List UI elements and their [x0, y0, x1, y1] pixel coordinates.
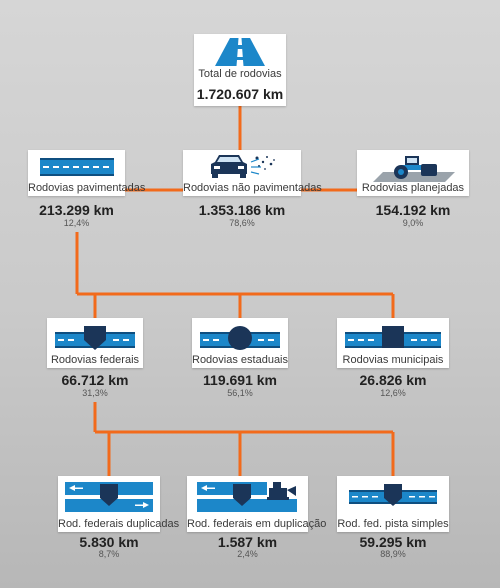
node-duplicadas: Rod. federais duplicadas 5.830 km 8,7%: [58, 476, 180, 560]
node-em-duplicacao: Rod. federais em duplicação 1.587 km 2,4…: [187, 476, 327, 560]
node-value: 1.353.186 km: [198, 202, 286, 218]
node-value: 1.720.607 km: [196, 86, 284, 102]
node-federais: Rodovias federais 66.712 km 31,3%: [47, 318, 143, 402]
node-label: Rodovias federais: [50, 354, 140, 366]
node-percent: 88,9%: [380, 549, 406, 559]
state-circle-road-icon: [200, 326, 280, 350]
node-value: 154.192 km: [375, 202, 451, 218]
node-pista-simples: Rod. fed. pista simples 59.295 km 88,9%: [337, 476, 449, 560]
highway-construction-icon: [197, 482, 297, 512]
node-value: 66.712 km: [61, 372, 129, 388]
node-percent: 56,1%: [227, 388, 253, 398]
node-percent: 8,7%: [98, 549, 120, 559]
node-label: Rodovias não pavimentadas: [183, 182, 322, 194]
car-dust-icon: [211, 155, 275, 178]
node-value: 59.295 km: [359, 534, 427, 550]
node-percent: 2,4%: [237, 549, 258, 559]
federal-shield-road-icon: [55, 326, 135, 350]
node-value: 1.587 km: [217, 534, 278, 550]
paved-road-icon: [40, 158, 114, 176]
node-label: Rod. federais duplicadas: [58, 518, 180, 530]
node-label: Rodovias planejadas: [361, 182, 465, 194]
node-label: Rod. fed. pista simples: [337, 518, 449, 530]
node-pavimentadas: Rodovias pavimentadas 213.299 km 12,4%: [28, 150, 146, 232]
node-total: Total de rodovias 1.720.607 km: [194, 34, 286, 106]
node-percent: 78,6%: [229, 218, 255, 228]
node-label: Rodovias estaduais: [192, 354, 289, 366]
node-value: 213.299 km: [39, 202, 114, 218]
road-roller-icon: [373, 156, 455, 182]
node-value: 26.826 km: [359, 372, 427, 388]
divided-highway-icon: [65, 482, 153, 512]
node-value: 119.691 km: [203, 372, 277, 388]
node-percent: 9,0%: [402, 218, 424, 228]
municipal-square-road-icon: [345, 326, 441, 348]
node-percent: 31,3%: [82, 388, 108, 398]
node-percent: 12,4%: [63, 218, 90, 228]
node-nao-pavimentadas: Rodovias não pavimentadas 1.353.186 km 7…: [183, 150, 322, 232]
node-estaduais: Rodovias estaduais 119.691 km 56,1%: [192, 318, 288, 402]
node-label: Total de rodovias: [198, 68, 282, 80]
node-value: 5.830 km: [79, 534, 139, 550]
node-planejadas: Rodovias planejadas 154.192 km 9,0%: [357, 150, 469, 232]
node-label: Rod. federais em duplicação: [187, 518, 327, 530]
node-label: Rodovias pavimentadas: [28, 182, 146, 194]
single-lane-road-icon: [349, 484, 437, 506]
node-label: Rodovias municipais: [342, 354, 444, 366]
node-percent: 12,6%: [380, 388, 406, 398]
road-perspective-icon: [215, 38, 265, 66]
node-municipais: Rodovias municipais 26.826 km 12,6%: [337, 318, 449, 402]
